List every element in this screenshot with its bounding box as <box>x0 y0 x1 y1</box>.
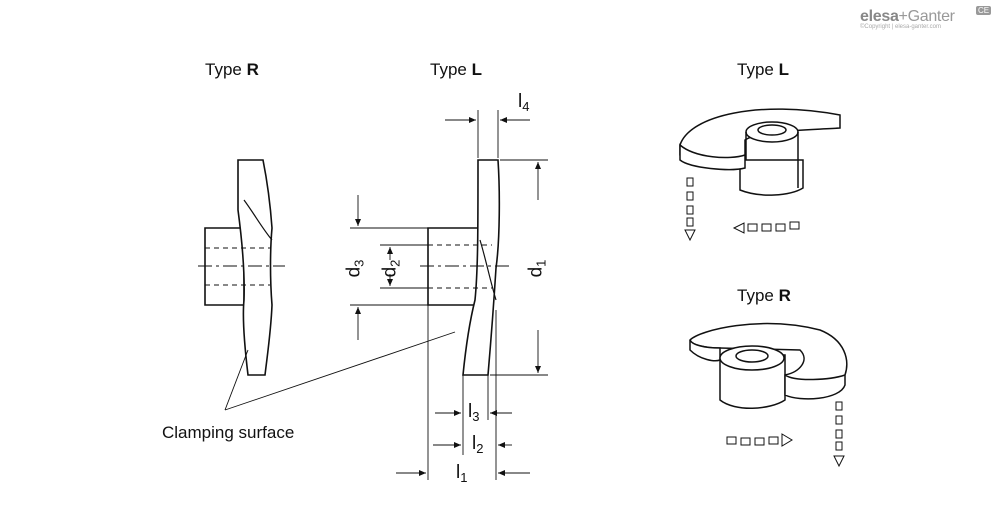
type-l-isometric-view <box>679 108 841 196</box>
side-type-l-label: Type L <box>430 60 482 79</box>
type-l-hub <box>427 227 479 306</box>
type-l-rotation-arrows <box>684 177 800 242</box>
logo-plus: + <box>898 8 908 25</box>
type-r-rotation-arrows <box>726 401 845 468</box>
iso-type-l-label: Type L <box>737 60 789 79</box>
dim-l1-label: l1 <box>456 462 468 485</box>
clamping-surface-label: Clamping surface <box>162 423 295 442</box>
type-r-isometric-view <box>689 322 848 409</box>
elesa-ganter-logo: elesa+Ganter ©Copyright | elesa-ganter.c… <box>860 6 992 30</box>
dim-l4-label: l4 <box>518 91 530 114</box>
type-r-disc <box>237 159 273 376</box>
logo-copyright: ©Copyright | elesa-ganter.com <box>860 24 942 30</box>
dim-d3-label: d3 <box>343 259 367 278</box>
ce-mark-icon: CE <box>976 6 992 15</box>
iso-type-r-label: Type R <box>737 286 791 305</box>
side-type-r-label: Type R <box>205 60 259 79</box>
logo-elesa: elesa <box>860 8 899 25</box>
type-l-disc <box>462 159 501 376</box>
dim-d2-label: d2 <box>379 259 403 278</box>
dim-l2-label: l2 <box>472 433 484 456</box>
dim-d1-label: d1 <box>525 259 549 278</box>
type-r-side-view <box>198 159 285 376</box>
dimension-lines <box>224 110 548 480</box>
type-l-side-view <box>420 159 510 376</box>
type-r-hub <box>204 227 245 306</box>
dim-l3-label: l3 <box>468 401 480 424</box>
logo-ganter: Ganter <box>907 8 955 25</box>
